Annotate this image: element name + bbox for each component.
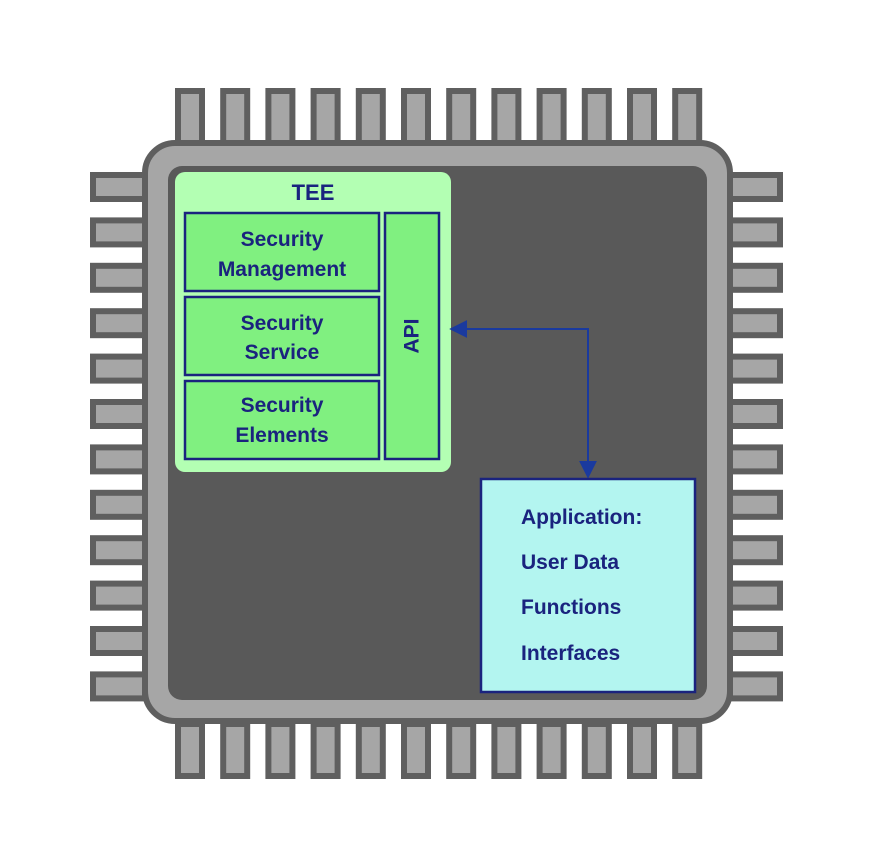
chip-pin-bottom xyxy=(536,721,567,779)
chip-pins-bottom xyxy=(175,721,703,779)
chip-pin-left xyxy=(90,580,148,611)
api-label: API xyxy=(401,318,424,353)
chip-pin-bottom xyxy=(491,721,522,779)
tee-title: TEE xyxy=(292,180,335,205)
chip-pin-left xyxy=(90,308,148,339)
chip-pin-right xyxy=(727,353,783,384)
chip-pin-left xyxy=(90,489,148,520)
chip-pin-top xyxy=(401,88,431,146)
chip-pin-bottom xyxy=(672,721,703,779)
api-block xyxy=(383,211,441,461)
chip-pin-right xyxy=(727,217,783,248)
security-elements-block xyxy=(183,379,381,461)
security-service-label-line2: Service xyxy=(245,341,320,364)
application-line-interfaces: Interfaces xyxy=(521,642,620,665)
chip-pin-top xyxy=(536,88,567,146)
security-service-block xyxy=(183,295,381,377)
chip-pin-right xyxy=(727,671,783,702)
chip-pin-right xyxy=(727,262,783,293)
chip-pin-right xyxy=(727,172,783,202)
chip-pin-top xyxy=(175,88,205,146)
chip-pin-top xyxy=(491,88,522,146)
chip-pin-left xyxy=(90,172,148,202)
chip-pin-top xyxy=(220,88,251,146)
chip-pin-right xyxy=(727,308,783,339)
chip-pin-bottom xyxy=(355,721,386,779)
chip-pin-right xyxy=(727,444,783,475)
security-service-label-line1: Security xyxy=(241,312,324,335)
api-application-connector-arrow xyxy=(449,320,597,479)
chip-pin-left xyxy=(90,535,148,566)
chip-pin-left xyxy=(90,262,148,293)
chip-pin-top xyxy=(446,88,477,146)
chip-pin-top xyxy=(581,88,612,146)
security-management-label-line2: Management xyxy=(218,258,346,281)
chip-pin-top xyxy=(672,88,703,146)
chip-pins-top xyxy=(175,88,703,146)
security-elements-label-line2: Elements xyxy=(235,424,328,447)
chip-pins-left xyxy=(90,172,148,702)
chip-pin-right xyxy=(727,580,783,611)
security-management-label-line1: Security xyxy=(241,228,324,251)
chip-pin-left xyxy=(90,217,148,248)
chip-pin-bottom xyxy=(175,721,205,779)
chip-pin-left xyxy=(90,399,148,429)
chip-pin-left xyxy=(90,353,148,384)
chip-pin-bottom xyxy=(401,721,431,779)
chip-pin-bottom xyxy=(627,721,657,779)
chip-pin-top xyxy=(355,88,386,146)
chip-pin-right xyxy=(727,626,783,656)
security-elements-label-line1: Security xyxy=(241,394,324,417)
chip-pins-right xyxy=(727,172,783,702)
chip-pin-left xyxy=(90,671,148,702)
chip-pin-top xyxy=(310,88,341,146)
application-line-functions: Functions xyxy=(521,596,621,619)
chip-pin-left xyxy=(90,626,148,656)
application-line-user-data: User Data xyxy=(521,551,619,574)
chip-pin-bottom xyxy=(581,721,612,779)
chip-pin-right xyxy=(727,399,783,429)
chip-pin-top xyxy=(265,88,296,146)
chip-pin-bottom xyxy=(220,721,251,779)
chip-pin-right xyxy=(727,489,783,520)
chip-pin-left xyxy=(90,444,148,475)
security-management-block xyxy=(183,211,381,293)
application-block xyxy=(479,477,697,694)
chip-pin-right xyxy=(727,535,783,566)
chip-pin-bottom xyxy=(310,721,341,779)
chip-pin-bottom xyxy=(265,721,296,779)
application-line-title: Application: xyxy=(521,506,642,529)
chip-pin-bottom xyxy=(446,721,477,779)
chip-pin-top xyxy=(627,88,657,146)
